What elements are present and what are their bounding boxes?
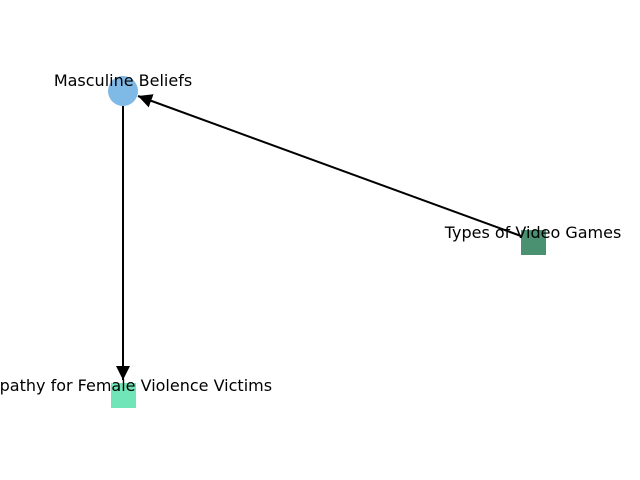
label-empathy-for-female-violence-victims: Empathy for Female Violence Victims [0, 376, 272, 395]
node-masculine-beliefs [108, 76, 138, 106]
label-masculine-beliefs: Masculine Beliefs [54, 71, 192, 90]
label-types-of-video-games: Types of Video Games [444, 223, 622, 242]
node-empathy-for-female-violence-victims [111, 383, 136, 408]
node-types-of-video-games [521, 230, 546, 255]
edge-video-games-to-masculine-beliefs [137, 94, 522, 237]
